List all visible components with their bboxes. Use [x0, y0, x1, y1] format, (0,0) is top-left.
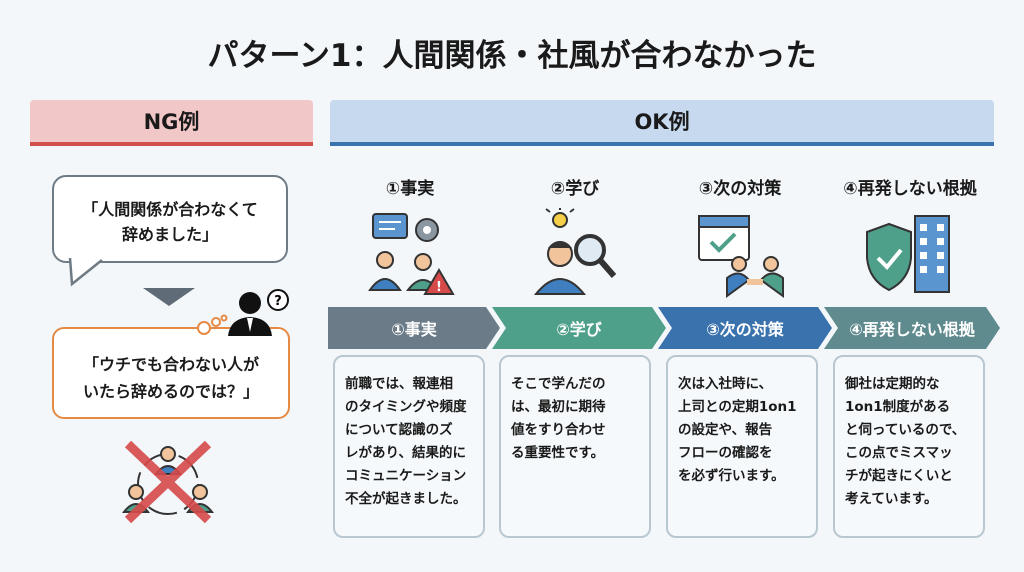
broken-team-crossed-icon: [121, 440, 215, 524]
chevron-fact: ①事実: [328, 307, 500, 349]
shield-building-icon: [866, 215, 950, 293]
step-text-countermeasure: 次は入社時に、 上司との定期1on1 の設定や、報告 フローの確認を を必ず行い…: [666, 355, 818, 538]
down-arrow-icon: [143, 288, 195, 306]
page-title: パターン1：人間関係・社風が合わなかった: [207, 38, 817, 74]
person-magnifier-lightbulb-icon: [533, 208, 617, 295]
chevron-learning: ②学び: [492, 307, 666, 349]
chevron-basis: ④再発しない根拠: [824, 307, 1000, 349]
calendar-handshake-icon: [698, 215, 784, 298]
svg-text:!: !: [436, 280, 442, 295]
ok-header: OK例: [330, 100, 994, 146]
bubble-tail-icon: [68, 258, 103, 287]
step-text-learning: そこで学んだの は、最初に期待 値をすり合わせ る重要性です。: [499, 355, 651, 538]
step-text-basis: 御社は定期的な 1on1制度がある と伺っているので、 この点でミスマッ チが起…: [833, 355, 985, 538]
step-label-countermeasure: ③次の対策: [698, 179, 782, 199]
chevron-countermeasure: ③次の対策: [658, 307, 832, 349]
ng-header: NG例: [30, 100, 313, 146]
people-chat-gear-warning-icon: !: [368, 213, 455, 295]
step-text-fact: 前職では、報連相 のタイミングや頻度 について認識のズ レがあり、結果的に コミ…: [333, 355, 485, 538]
step-label-fact: ①事実: [385, 179, 435, 199]
step-label-learning: ②学び: [550, 179, 600, 199]
interviewer-question-icon: ?: [197, 289, 289, 336]
ng-speech-bubble: 「人間関係が合わなくて 辞めました」: [52, 175, 288, 263]
svg-text:?: ?: [274, 294, 282, 309]
step-label-basis: ④再発しない根拠: [843, 179, 977, 199]
interviewer-thought-box: 「ウチでも合わない人が いたら辞めるのでは？」: [52, 327, 290, 419]
